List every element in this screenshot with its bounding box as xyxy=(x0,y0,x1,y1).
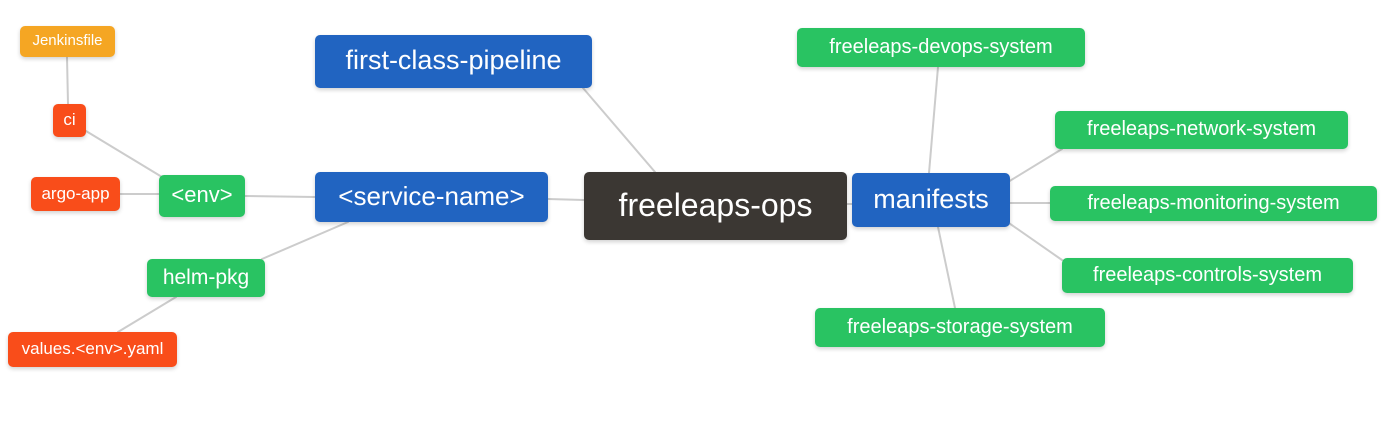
node-monitoring-system[interactable]: freeleaps-monitoring-system xyxy=(1050,186,1377,221)
node-label: freeleaps-network-system xyxy=(1087,118,1316,140)
node-label: Jenkinsfile xyxy=(32,32,103,49)
node-service-name[interactable]: <service-name> xyxy=(315,172,548,222)
edge-service-name-helm-pkg xyxy=(261,221,349,260)
node-network-system[interactable]: freeleaps-network-system xyxy=(1055,111,1348,149)
node-storage-system[interactable]: freeleaps-storage-system xyxy=(815,308,1105,347)
node-label: <env> xyxy=(171,182,233,207)
edge-manifests-controls-system xyxy=(1005,220,1063,261)
node-devops-system[interactable]: freeleaps-devops-system xyxy=(797,28,1085,67)
node-first-class-pipeline[interactable]: first-class-pipeline xyxy=(315,35,592,88)
node-helm-pkg[interactable]: helm-pkg xyxy=(147,259,265,297)
edge-first-class-pipeline-freeleaps-ops xyxy=(582,87,656,173)
node-label: freeleaps-storage-system xyxy=(847,315,1073,338)
node-label: ci xyxy=(63,110,76,129)
node-label: freeleaps-controls-system xyxy=(1093,263,1322,286)
node-freeleaps-ops[interactable]: freeleaps-ops xyxy=(584,172,847,240)
edge-jenkinsfile-ci xyxy=(66,56,69,105)
node-label: freeleaps-monitoring-system xyxy=(1087,191,1340,214)
node-jenkinsfile[interactable]: Jenkinsfile xyxy=(20,26,115,57)
node-label: argo-app xyxy=(41,183,110,203)
edge-service-name-freeleaps-ops xyxy=(547,198,585,201)
node-env[interactable]: <env> xyxy=(159,175,245,217)
node-argo-app[interactable]: argo-app xyxy=(31,177,120,211)
edge-ci-env xyxy=(85,130,163,178)
node-ci[interactable]: ci xyxy=(53,104,86,137)
node-label: freeleaps-ops xyxy=(618,187,813,223)
edge-manifests-devops-system xyxy=(928,66,939,174)
edge-env-service-name xyxy=(244,195,316,198)
node-label: helm-pkg xyxy=(162,265,250,289)
edge-helm-pkg-values-env-yaml xyxy=(117,296,177,333)
node-label: values.<env>.yaml xyxy=(21,339,164,358)
node-label: freeleaps-devops-system xyxy=(829,35,1053,58)
node-label: manifests xyxy=(873,183,989,214)
edge-manifests-network-system xyxy=(1007,148,1063,183)
edge-manifests-storage-system xyxy=(937,226,956,309)
node-values-env-yaml[interactable]: values.<env>.yaml xyxy=(8,332,177,367)
node-label: <service-name> xyxy=(338,181,525,211)
node-controls-system[interactable]: freeleaps-controls-system xyxy=(1062,258,1353,293)
node-manifests[interactable]: manifests xyxy=(852,173,1010,227)
node-label: first-class-pipeline xyxy=(345,45,562,75)
